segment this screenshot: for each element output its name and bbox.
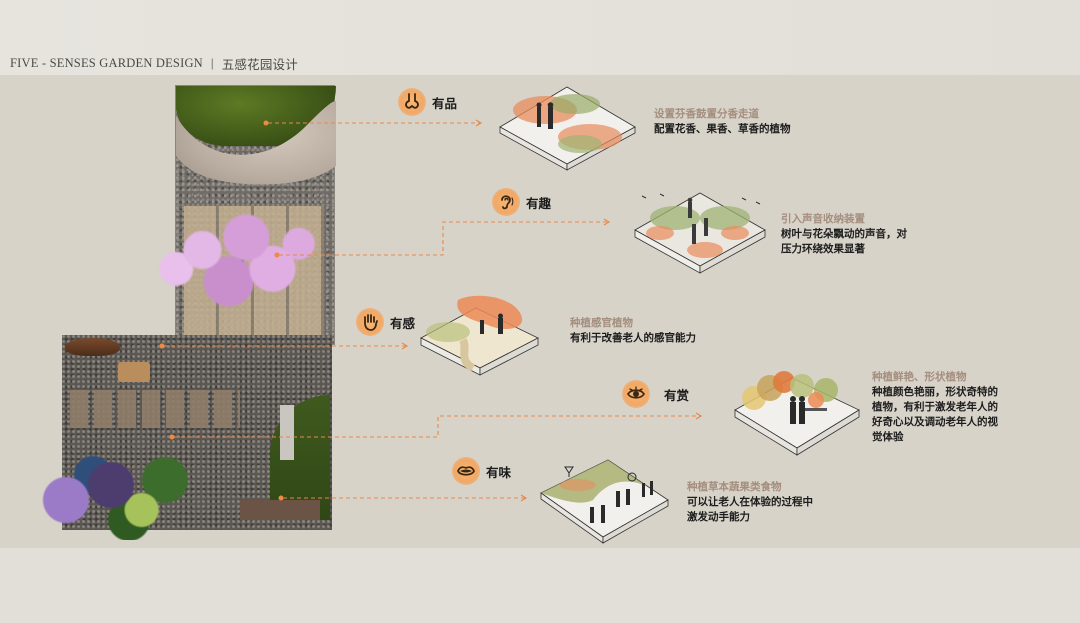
title-chinese: 五感花园设计 bbox=[221, 56, 298, 72]
eye-icon bbox=[627, 386, 645, 399]
description-line: 好奇心以及调动老年人的视 bbox=[872, 416, 998, 428]
garden-plan-view bbox=[0, 0, 340, 560]
iso-diagram-taste bbox=[538, 455, 673, 547]
sense-smell: 有品 bbox=[398, 88, 457, 116]
description-line: 可以让老人在体验的过程中 bbox=[687, 496, 813, 508]
description-line: 激发动手能力 bbox=[687, 511, 750, 523]
ear-icon-badge bbox=[492, 188, 520, 216]
iso-diagram-smell bbox=[495, 82, 640, 172]
sense-hearing: 有趣 bbox=[492, 188, 551, 216]
page-title: FIVE - SENSES GARDEN DESIGN | 五感花园设计 bbox=[10, 55, 298, 72]
sense-label: 有趣 bbox=[526, 195, 552, 211]
title-separator: | bbox=[210, 55, 214, 70]
description-line: 植物，有利于激发老年人的 bbox=[872, 401, 998, 413]
lips-icon-badge bbox=[452, 457, 480, 485]
hand-icon-badge bbox=[356, 308, 384, 336]
description-line: 配置花香、果香、草香的植物 bbox=[654, 123, 791, 135]
footer-band bbox=[0, 548, 1080, 623]
hand-icon bbox=[364, 314, 378, 331]
nose-icon-badge bbox=[398, 88, 426, 116]
description-line: 有利于改善老人的感官能力 bbox=[570, 332, 696, 344]
description-heading: 引入声音收纳装置 bbox=[781, 213, 865, 225]
title-english: FIVE - SENSES GARDEN DESIGN bbox=[10, 55, 203, 70]
plan-flowering-tree bbox=[150, 200, 325, 325]
description-smell: 设置芬香鼓置分香走道 配置花香、果香、草香的植物 bbox=[654, 107, 791, 137]
description-sight: 种植鲜艳、形状植物 种植颜色艳丽，形状奇特的 植物，有利于激发老年人的 好奇心以… bbox=[872, 370, 998, 445]
plan-seat-block bbox=[118, 362, 150, 382]
sense-label: 有味 bbox=[486, 464, 512, 480]
sense-label: 有感 bbox=[390, 315, 416, 331]
iso-diagram-hearing bbox=[630, 188, 770, 278]
sense-label: 有品 bbox=[432, 95, 458, 111]
nose-icon bbox=[405, 93, 419, 109]
plan-shrub-cluster bbox=[30, 440, 210, 540]
plan-planting-bed bbox=[240, 500, 320, 520]
sense-touch: 有感 bbox=[356, 308, 415, 336]
iso-diagram-touch bbox=[418, 290, 543, 378]
plan-bench bbox=[280, 405, 294, 460]
iso-diagram-sight bbox=[732, 370, 862, 460]
description-taste: 种植草本蔬果类食物 可以让老人在体验的过程中 激发动手能力 bbox=[687, 480, 813, 525]
description-heading: 设置芬香鼓置分香走道 bbox=[654, 108, 759, 120]
eye-icon-badge bbox=[622, 380, 650, 408]
description-hearing: 引入声音收纳装置 树叶与花朵飘动的声音，对 压力环绕效果显著 bbox=[781, 212, 907, 257]
description-heading: 种植感官植物 bbox=[570, 317, 633, 329]
header-band bbox=[0, 0, 1080, 75]
description-line: 种植颜色艳丽，形状奇特的 bbox=[872, 386, 998, 398]
description-touch: 种植感官植物 有利于改善老人的感官能力 bbox=[570, 316, 696, 346]
description-line: 觉体验 bbox=[872, 431, 904, 443]
description-line: 树叶与花朵飘动的声音，对 bbox=[781, 228, 907, 240]
description-heading: 种植草本蔬果类食物 bbox=[687, 481, 782, 493]
description-heading: 种植鲜艳、形状植物 bbox=[872, 371, 967, 383]
ear-icon bbox=[501, 195, 514, 210]
sense-label: 有赏 bbox=[664, 387, 690, 403]
sense-sight: 有赏 bbox=[622, 380, 689, 408]
sense-taste: 有味 bbox=[452, 457, 511, 485]
plan-stepping-stones bbox=[70, 390, 240, 428]
lips-icon bbox=[457, 466, 475, 476]
description-line: 压力环绕效果显著 bbox=[781, 243, 865, 255]
plan-boat-feature bbox=[65, 338, 120, 356]
